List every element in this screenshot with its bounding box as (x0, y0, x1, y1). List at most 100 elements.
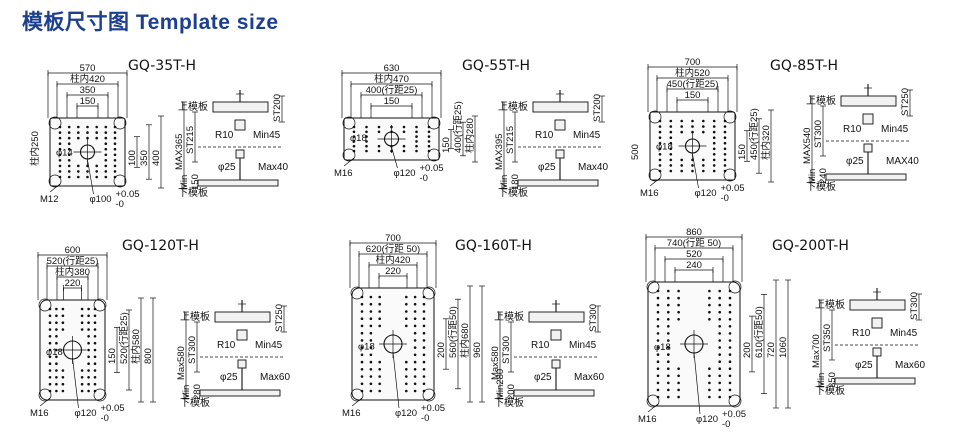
tapped-hole (95, 170, 98, 173)
tolerance-lower: -0 (420, 173, 428, 184)
tapped-hole (378, 368, 382, 371)
lower-platen-label: 下模板 (494, 396, 524, 409)
lower-platen-label: 下模板 (178, 186, 208, 199)
dimension-label: 200 (742, 342, 753, 358)
tapped-hole (702, 164, 705, 167)
tapped-hole (378, 360, 382, 364)
tapped-hole (427, 135, 431, 138)
dimension-label: 520(行距25) (47, 255, 99, 267)
max-opening-label: Max700 (811, 334, 822, 368)
tapped-hole (58, 175, 62, 179)
tapped-hole (352, 140, 356, 143)
tapped-hole (728, 310, 732, 314)
tapped-hole (405, 389, 408, 393)
tapped-hole (656, 303, 660, 307)
thread-label: M12 (40, 194, 58, 205)
tapped-hole (413, 360, 417, 364)
locating-ring (872, 347, 882, 357)
tapped-hole (702, 125, 705, 128)
tapped-hole (61, 389, 65, 393)
tapped-hole (352, 149, 356, 153)
dimension-label: 150 (685, 90, 701, 101)
tapped-hole (402, 144, 406, 148)
upper-platen-label: 上模板 (815, 298, 845, 311)
hole-diameter-label: φ18 (350, 133, 367, 144)
tapped-hole (80, 328, 84, 331)
tapped-hole (658, 147, 662, 151)
max-opening-label: MAX365 (174, 134, 185, 170)
tapped-hole (656, 395, 660, 399)
tapped-hole (677, 381, 680, 385)
tapped-hole (427, 140, 431, 143)
max-opening-label: Max580 (490, 346, 501, 380)
dimension-label: 400 (151, 150, 162, 166)
tie-bar-circle (427, 148, 441, 162)
tolerance-upper: +0.05 (722, 409, 746, 420)
radius-label: R10 (852, 328, 871, 339)
tapped-hole (656, 325, 660, 328)
tapped-hole (723, 141, 727, 145)
tapped-hole (61, 382, 65, 386)
tapped-hole (677, 296, 680, 300)
tapped-hole (93, 389, 97, 393)
tapped-hole (369, 310, 373, 313)
tapped-hole (422, 310, 426, 313)
tapped-hole (55, 369, 58, 372)
tapped-hole (87, 341, 90, 345)
locating-ring (555, 149, 565, 159)
tapped-hole (712, 147, 716, 151)
tapped-hole (728, 325, 732, 328)
tapped-hole (728, 346, 732, 349)
dimension-label: 150 (80, 96, 96, 107)
tapped-hole (728, 381, 732, 385)
tapped-hole (728, 332, 732, 335)
center-hole-label: φ120 (395, 408, 417, 419)
tapped-hole (95, 164, 98, 168)
dimension-label: 610(行距50) (753, 306, 765, 358)
tapped-hole (377, 149, 381, 153)
leader-line (692, 153, 699, 189)
tapped-hole (723, 153, 727, 156)
lower-platen-label: 下模板 (498, 186, 528, 199)
tolerance-upper: +0.05 (421, 403, 445, 414)
tapped-hole (93, 341, 97, 345)
tapped-hole (365, 149, 368, 153)
dimension-label: 200 (436, 342, 447, 358)
hole-diameter-label: φ18 (46, 347, 63, 358)
tapped-hole (369, 302, 373, 306)
tapped-hole (104, 131, 108, 134)
max-opening-label: MAX395 (494, 134, 505, 170)
tapped-hole (48, 314, 52, 318)
tapped-hole (61, 307, 65, 311)
tapped-hole (656, 289, 660, 293)
dimension-label: 柱内520 (675, 67, 710, 79)
top-stroke-label: ST250 (900, 88, 911, 116)
tapped-hole (667, 296, 670, 300)
tapped-hole (369, 389, 373, 393)
tapped-hole (104, 164, 108, 168)
tie-bar-circle (38, 298, 52, 312)
tapped-hole (369, 317, 373, 321)
tapped-hole (86, 131, 89, 134)
tapped-hole (718, 318, 721, 321)
locating-ring (235, 149, 245, 159)
dimension-label: 150 (107, 348, 118, 364)
tapped-hole (369, 360, 373, 364)
tapped-hole (87, 314, 90, 318)
tie-bar-circle (723, 110, 737, 124)
tapped-hole (667, 303, 670, 307)
tapped-hole (48, 376, 52, 379)
tapped-hole (728, 303, 732, 307)
dimension-label: 400(行距25) (452, 101, 464, 153)
tapped-hole (718, 395, 721, 399)
tapped-hole (658, 136, 662, 139)
tapped-hole (58, 164, 62, 168)
tapped-hole (656, 353, 660, 356)
tapped-hole (93, 328, 97, 331)
tapped-hole (67, 175, 71, 179)
page-title: 模板尺寸图 Template size (22, 11, 279, 34)
min-height-label: Min45 (881, 124, 909, 135)
tapped-hole (377, 125, 381, 129)
